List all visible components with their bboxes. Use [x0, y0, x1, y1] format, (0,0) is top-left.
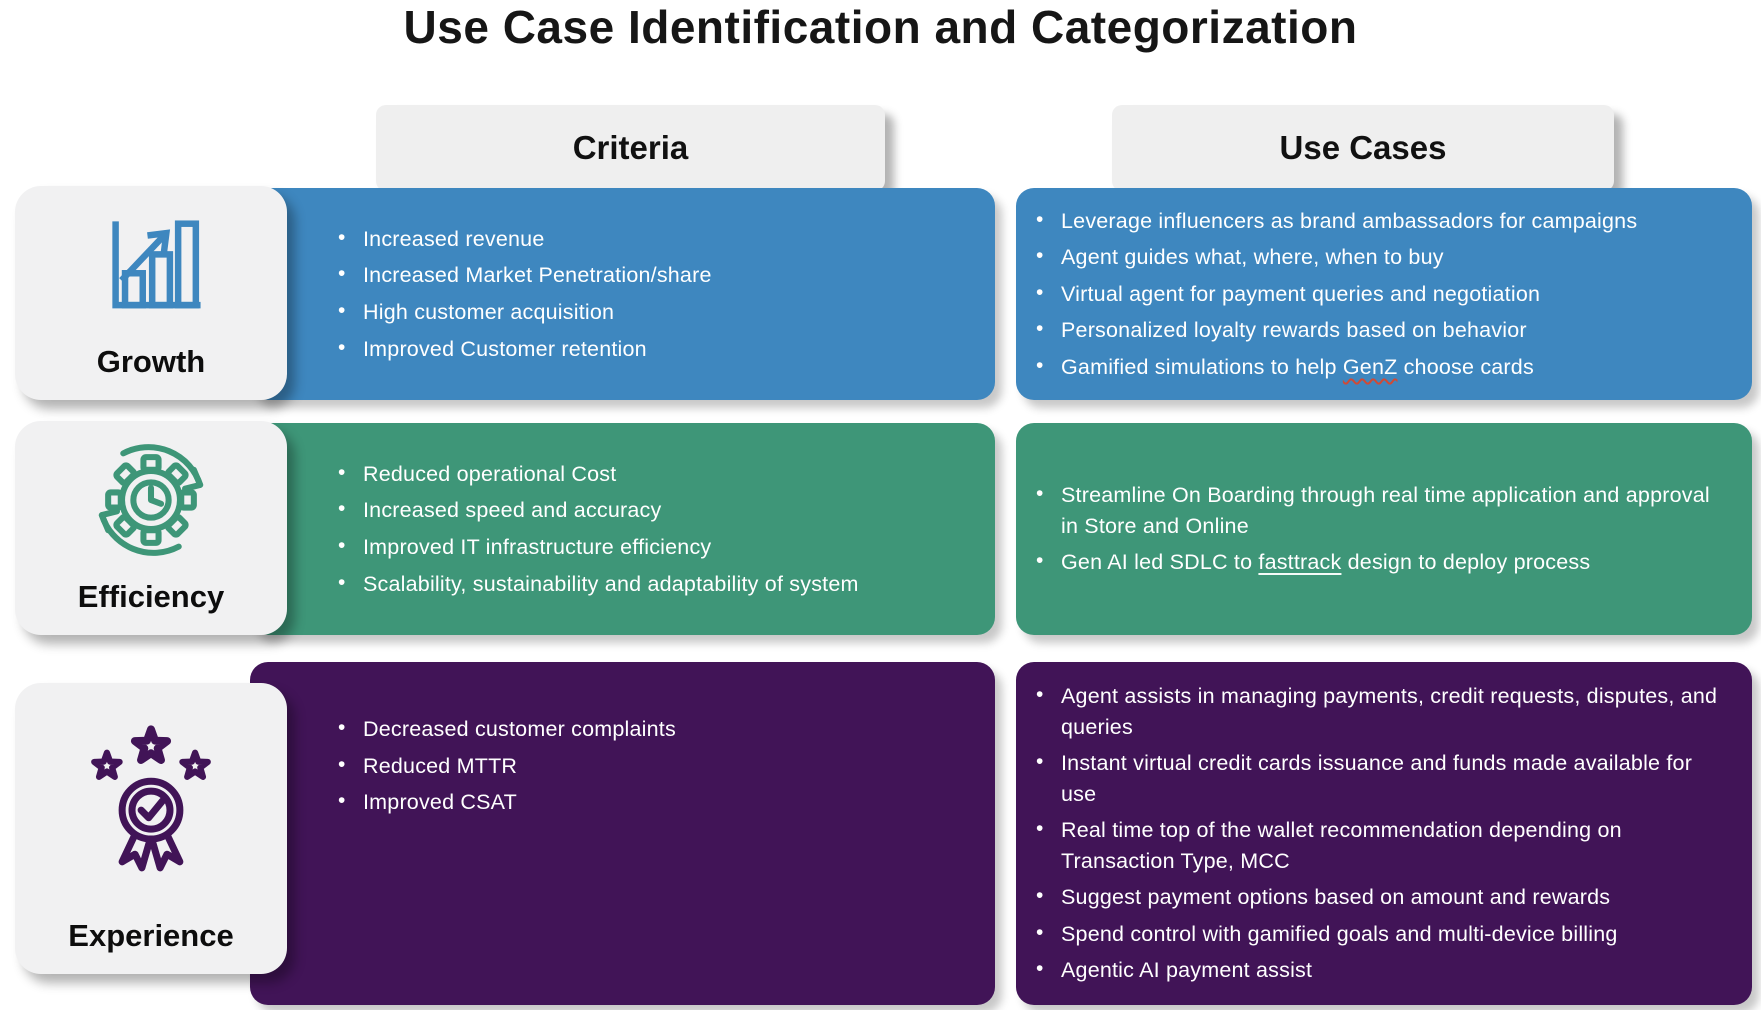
bullet-item: Gen AI led SDLC to fasttrack design to d… — [1034, 546, 1722, 578]
growth-criteria-list: Increased revenue Increased Market Penet… — [250, 188, 995, 400]
bullet-item: Spend control with gamified goals and mu… — [1034, 918, 1722, 950]
growth-use-cases-panel: Leverage influencers as brand ambassador… — [1016, 188, 1752, 400]
growth-bar-chart-icon — [15, 186, 287, 344]
experience-card: Experience — [15, 683, 287, 974]
bullet-item: Reduced MTTR — [336, 750, 969, 782]
experience-medal-stars-icon — [15, 683, 287, 918]
column-header-criteria-label: Criteria — [572, 129, 689, 166]
experience-label: Experience — [68, 918, 234, 953]
growth-card: Growth — [15, 186, 287, 400]
column-header-criteria: Criteria — [376, 105, 885, 191]
bullet-item: Decreased customer complaints — [336, 713, 969, 745]
column-header-use-cases: Use Cases — [1112, 105, 1614, 191]
bullet-item: Improved Customer retention — [336, 333, 969, 365]
bullet-item: Streamline On Boarding through real time… — [1034, 479, 1722, 541]
column-header-use-cases-label: Use Cases — [1279, 129, 1447, 166]
bullet-item: High customer acquisition — [336, 296, 969, 328]
bullet-item: Suggest payment options based on amount … — [1034, 881, 1722, 913]
bullet-text: Gen AI led SDLC to — [1061, 550, 1259, 575]
spellcheck-marked-word: GenZ — [1342, 354, 1398, 379]
bullet-item: Real time top of the wallet recommendati… — [1034, 814, 1722, 876]
page-title: Use Case Identification and Categorizati… — [403, 1, 1358, 53]
efficiency-use-cases-list: Streamline On Boarding through real time… — [1016, 423, 1752, 635]
efficiency-label: Efficiency — [77, 579, 225, 614]
bullet-text: Gamified simulations to help — [1061, 354, 1343, 379]
bullet-item: Virtual agent for payment queries and ne… — [1034, 278, 1722, 310]
bullet-item: Personalized loyalty rewards based on be… — [1034, 314, 1722, 346]
bullet-item: Improved CSAT — [336, 786, 969, 818]
bullet-item: Gamified simulations to help GenZ choose… — [1034, 351, 1722, 383]
bullet-item: Improved IT infrastructure efficiency — [336, 531, 969, 563]
growth-use-cases-list: Leverage influencers as brand ambassador… — [1016, 188, 1752, 400]
bullet-item: Increased revenue — [336, 223, 969, 255]
efficiency-gear-clock-icon — [15, 421, 287, 579]
underlined-word: fasttrack — [1258, 550, 1342, 575]
bullet-text: design to deploy process — [1341, 550, 1591, 575]
bullet-item: Agentic AI payment assist — [1034, 954, 1722, 986]
bullet-item: Instant virtual credit cards issuance an… — [1034, 747, 1722, 809]
efficiency-use-cases-panel: Streamline On Boarding through real time… — [1016, 423, 1752, 635]
bullet-item: Leverage influencers as brand ambassador… — [1034, 205, 1722, 237]
bullet-item: Agent assists in managing payments, cred… — [1034, 680, 1722, 742]
experience-criteria-list: Decreased customer complaints Reduced MT… — [250, 662, 995, 1005]
experience-criteria-panel: Decreased customer complaints Reduced MT… — [250, 662, 995, 1005]
bullet-item: Scalability, sustainability and adaptabi… — [336, 568, 969, 600]
bullet-item: Increased Market Penetration/share — [336, 260, 969, 291]
efficiency-criteria-list: Reduced operational Cost Increased speed… — [250, 423, 995, 635]
growth-label: Growth — [96, 344, 206, 379]
bullet-text: choose cards — [1397, 354, 1534, 379]
bullet-item: Agent guides what, where, when to buy — [1034, 241, 1722, 273]
experience-use-cases-list: Agent assists in managing payments, cred… — [1016, 662, 1752, 1005]
experience-use-cases-panel: Agent assists in managing payments, cred… — [1016, 662, 1752, 1005]
bullet-item: Increased speed and accuracy — [336, 495, 969, 526]
efficiency-criteria-panel: Reduced operational Cost Increased speed… — [250, 423, 995, 635]
bullet-item: Reduced operational Cost — [336, 458, 969, 490]
growth-criteria-panel: Increased revenue Increased Market Penet… — [250, 188, 995, 400]
efficiency-card: Efficiency — [15, 421, 287, 635]
